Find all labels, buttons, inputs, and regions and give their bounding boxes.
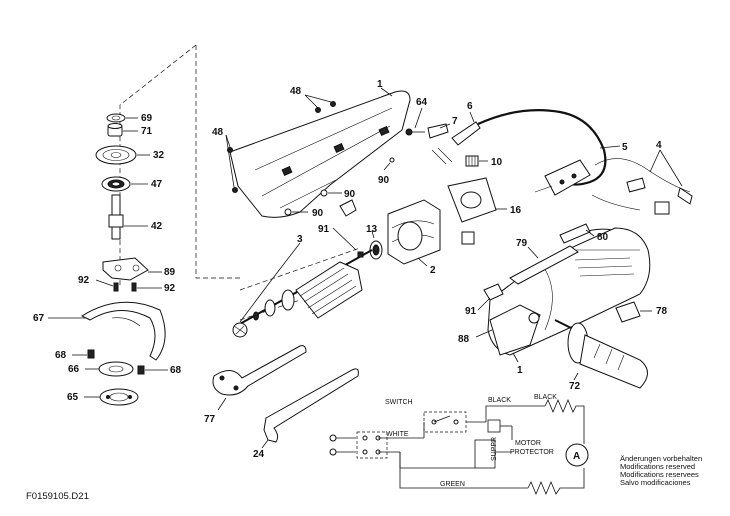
callout-16: 16 <box>510 205 522 216</box>
note-es: Salvo modificaciones <box>620 478 691 487</box>
wire-label-green: GREEN <box>440 481 465 488</box>
part-6-power-cable <box>451 109 607 186</box>
callout-71: 71 <box>141 126 153 137</box>
callout-90-b: 90 <box>344 189 356 200</box>
part-32-bevel-gear <box>95 145 150 165</box>
wire-label-suppr: SUPPR <box>491 437 498 461</box>
callout-47: 47 <box>151 179 163 190</box>
callout-5: 5 <box>622 142 628 153</box>
wire-label-switch: SWITCH <box>385 399 413 406</box>
callout-90-a: 90 <box>378 175 390 186</box>
part-16-brush-holder <box>447 177 507 245</box>
wiring-schematic <box>329 398 589 496</box>
part-91-part <box>332 227 364 258</box>
part-78-switch-button <box>615 301 652 323</box>
part-91-lever <box>477 283 504 311</box>
part-79-cover <box>509 245 579 285</box>
part-47-bearing <box>101 176 148 192</box>
part-90-parts <box>284 157 395 217</box>
part-71-sleeve <box>107 123 138 137</box>
motor-symbol-label: A <box>573 451 580 462</box>
callout-66: 66 <box>68 364 80 375</box>
callout-68-a: 68 <box>55 350 67 361</box>
part-89-flange <box>102 257 162 281</box>
callout-67: 67 <box>33 313 45 324</box>
part-69-nut <box>106 113 138 123</box>
part-7-cable-clamp <box>427 123 453 165</box>
callout-90-c: 90 <box>312 208 324 219</box>
wire-label-motor: MOTOR <box>515 440 541 447</box>
callout-48-left: 48 <box>212 127 224 138</box>
part-64-screw <box>405 107 425 136</box>
callout-69: 69 <box>141 113 153 124</box>
part-10-brush <box>465 155 488 167</box>
callout-24: 24 <box>253 449 265 460</box>
note-fr: Modifications reservees <box>620 470 699 479</box>
callout-78: 78 <box>656 306 668 317</box>
callout-91-a: 91 <box>318 224 330 235</box>
wire-label-black-right: BLACK <box>534 394 557 401</box>
callout-42: 42 <box>151 221 163 232</box>
part-5-plug <box>534 145 621 196</box>
part-2-field-coil <box>387 199 441 267</box>
part-48-screws <box>225 94 336 193</box>
wire-label-white: WHITE <box>386 431 409 438</box>
part-65-clamping-nut <box>84 388 139 406</box>
part-13-bearing <box>369 230 383 260</box>
callout-32: 32 <box>153 150 165 161</box>
callout-68-b: 68 <box>170 365 182 376</box>
part-88-part <box>475 329 493 338</box>
part-77-pin-spanner <box>212 345 307 411</box>
part-80-switch-slide <box>559 223 595 244</box>
callout-48-top: 48 <box>290 86 302 97</box>
note-en: Modifications reserved <box>620 462 695 471</box>
drawing-code: F0159105.D21 <box>26 491 89 502</box>
wiring-labels: SWITCH BLACK BLACK WHITE MOTOR PROTECTOR… <box>385 394 580 488</box>
callout-4: 4 <box>656 140 662 151</box>
part-24-open-spanner <box>261 368 359 449</box>
part-66-inner-flange <box>85 361 134 377</box>
callout-79: 79 <box>516 238 528 249</box>
callout-72: 72 <box>569 381 581 392</box>
callout-1-top: 1 <box>377 79 383 90</box>
callout-labels: 1 48 48 64 6 7 5 4 10 90 90 90 16 91 13 … <box>33 79 668 460</box>
callout-89: 89 <box>164 267 176 278</box>
part-72-side-handle <box>554 319 648 389</box>
callout-1-bottom: 1 <box>517 365 523 376</box>
callout-77: 77 <box>204 414 216 425</box>
callout-10: 10 <box>491 157 503 168</box>
part-1-gear-housing <box>229 87 411 218</box>
part-92-screws <box>95 279 162 292</box>
part-1-motor-housing <box>487 227 651 363</box>
callout-7: 7 <box>452 116 458 127</box>
callout-64: 64 <box>416 97 428 108</box>
note-de: Änderungen vorbehalten <box>620 454 702 463</box>
callout-92-a: 92 <box>78 275 90 286</box>
part-67-wheel-guard <box>48 301 166 361</box>
callout-6: 6 <box>467 101 473 112</box>
part-4-switch-assembly <box>574 149 693 236</box>
callout-88: 88 <box>458 334 470 345</box>
wire-label-black-left: BLACK <box>488 397 511 404</box>
callout-13: 13 <box>366 224 378 235</box>
callout-2: 2 <box>430 265 436 276</box>
callout-80: 80 <box>597 232 609 243</box>
callout-91-b: 91 <box>465 306 477 317</box>
notes-block: Änderungen vorbehalten Modifications res… <box>620 454 702 487</box>
callout-92-b: 92 <box>164 283 176 294</box>
callout-65: 65 <box>67 392 79 403</box>
part-3-armature <box>232 242 373 338</box>
part-68-screws <box>72 349 168 375</box>
callout-3: 3 <box>297 234 303 245</box>
part-42-spindle <box>108 194 148 240</box>
wire-label-protector: PROTECTOR <box>510 449 554 456</box>
